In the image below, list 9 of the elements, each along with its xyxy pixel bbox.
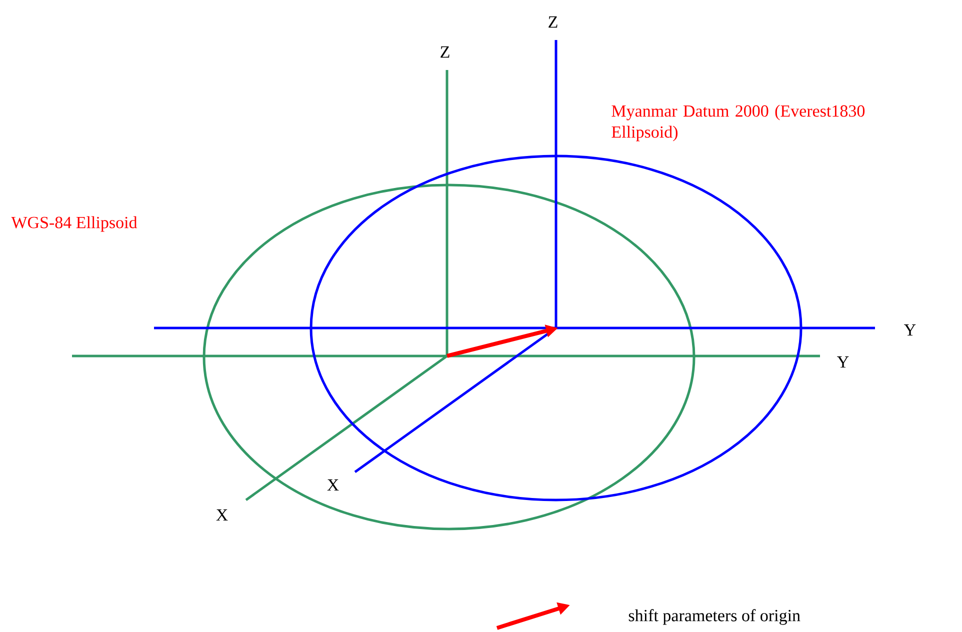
legend-label: shift parameters of origin (628, 609, 800, 625)
ellipse-label: Myanmar Datum 2000 (Everest1830 Ellipsoid) (612, 104, 865, 142)
axis-label: X (327, 479, 339, 491)
ellipse-label: WGS-84 Ellipsoid (11, 216, 138, 232)
axis-label: Y (904, 324, 916, 336)
axis-label: Z (548, 16, 558, 28)
axis-label: X (216, 509, 228, 521)
axis-label: Z (440, 46, 450, 58)
axis-label: Y (837, 356, 849, 368)
